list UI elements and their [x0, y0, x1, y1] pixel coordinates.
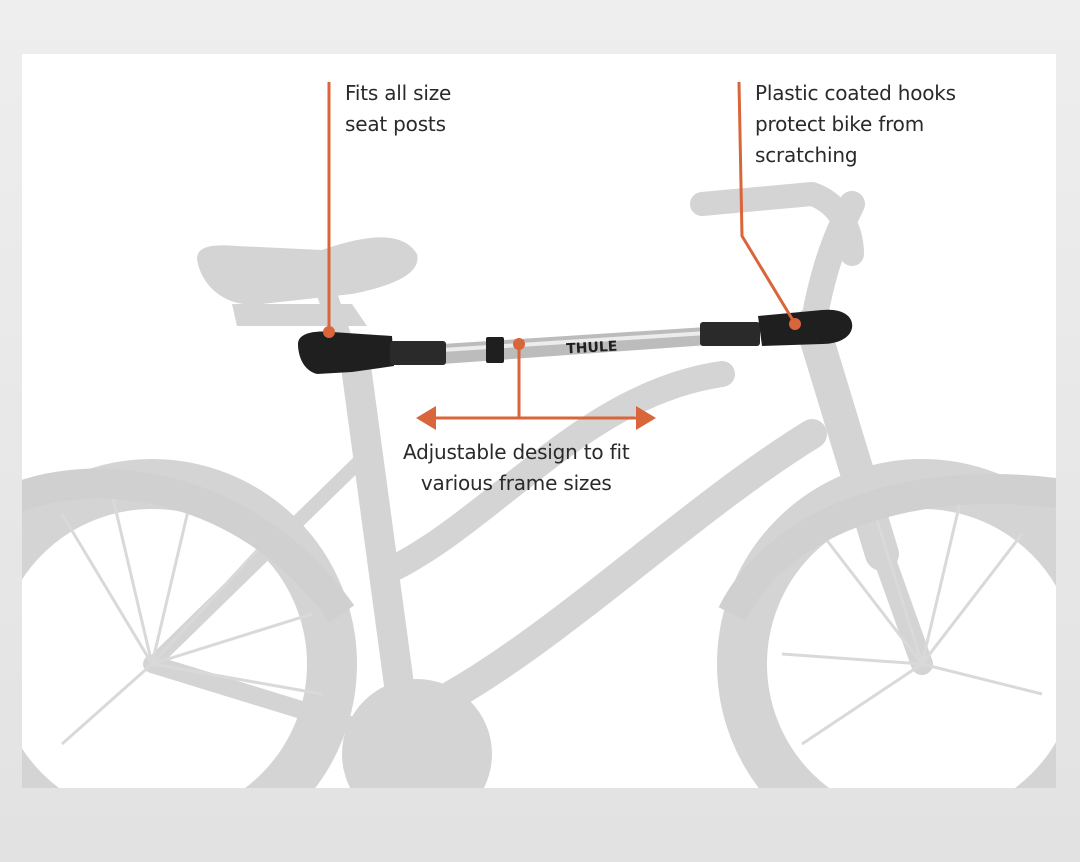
adjustable-callout: Adjustable design to fit various frame s…	[403, 437, 630, 499]
chainring	[342, 679, 492, 788]
wheel-spokes	[60, 493, 1043, 746]
right-clamp-lock	[700, 322, 760, 346]
seat-post-callout-line2: seat posts	[345, 112, 446, 136]
spoke	[60, 513, 154, 665]
hooks-callout: Plastic coated hooks protect bike from s…	[755, 78, 956, 171]
spoke	[820, 533, 924, 665]
front-fender	[718, 474, 1056, 622]
hooks-pointer	[737, 81, 796, 323]
down-tube	[402, 419, 827, 729]
spoke	[920, 533, 1024, 665]
adapter-tube-shine	[442, 330, 722, 352]
adjust-arrow-right	[636, 406, 656, 430]
adjust-arrow-left	[416, 406, 436, 430]
bike-diagram: THULE	[22, 81, 1056, 788]
callout-markers	[323, 318, 801, 430]
callout-pointers	[327, 81, 796, 420]
spoke	[921, 662, 1043, 696]
adjustable-callout-line1: Adjustable design to fit	[403, 440, 630, 464]
spoke	[781, 652, 923, 666]
spoke	[920, 493, 964, 665]
adjust-dot	[513, 338, 525, 350]
seat-post-dot	[323, 326, 335, 338]
left-clamp-lock	[390, 341, 446, 365]
handlebar	[690, 182, 864, 266]
adapter-collar	[486, 337, 504, 363]
saddle-rail	[232, 304, 367, 326]
rear-fender	[22, 468, 355, 623]
top-tube-hook	[758, 309, 853, 346]
seat-stay	[145, 447, 374, 671]
step-through-tube	[369, 361, 735, 587]
seat-post-clamp	[298, 331, 394, 374]
seat-post-callout-line1: Fits all size	[345, 81, 452, 105]
seat-post-callout: Fits all size seat posts	[345, 78, 451, 140]
diagram-card: THULE	[22, 54, 1056, 788]
spoke	[870, 503, 924, 665]
spoke	[150, 493, 194, 665]
spoke	[110, 493, 154, 665]
spoke	[61, 662, 153, 746]
saddle	[197, 237, 418, 305]
spoke	[151, 662, 323, 696]
hooks-callout-line1: Plastic coated hooks	[755, 81, 956, 105]
hooks-dot	[789, 318, 801, 330]
spoke	[801, 662, 923, 746]
hooks-callout-line3: scratching	[755, 143, 858, 167]
hooks-callout-line2: protect bike from	[755, 112, 924, 136]
spoke	[151, 612, 313, 666]
spoke	[150, 532, 274, 666]
frame-adapter: THULE	[298, 309, 853, 374]
adjustable-callout-line2: various frame sizes	[420, 471, 612, 495]
thule-logo: THULE	[566, 339, 618, 358]
